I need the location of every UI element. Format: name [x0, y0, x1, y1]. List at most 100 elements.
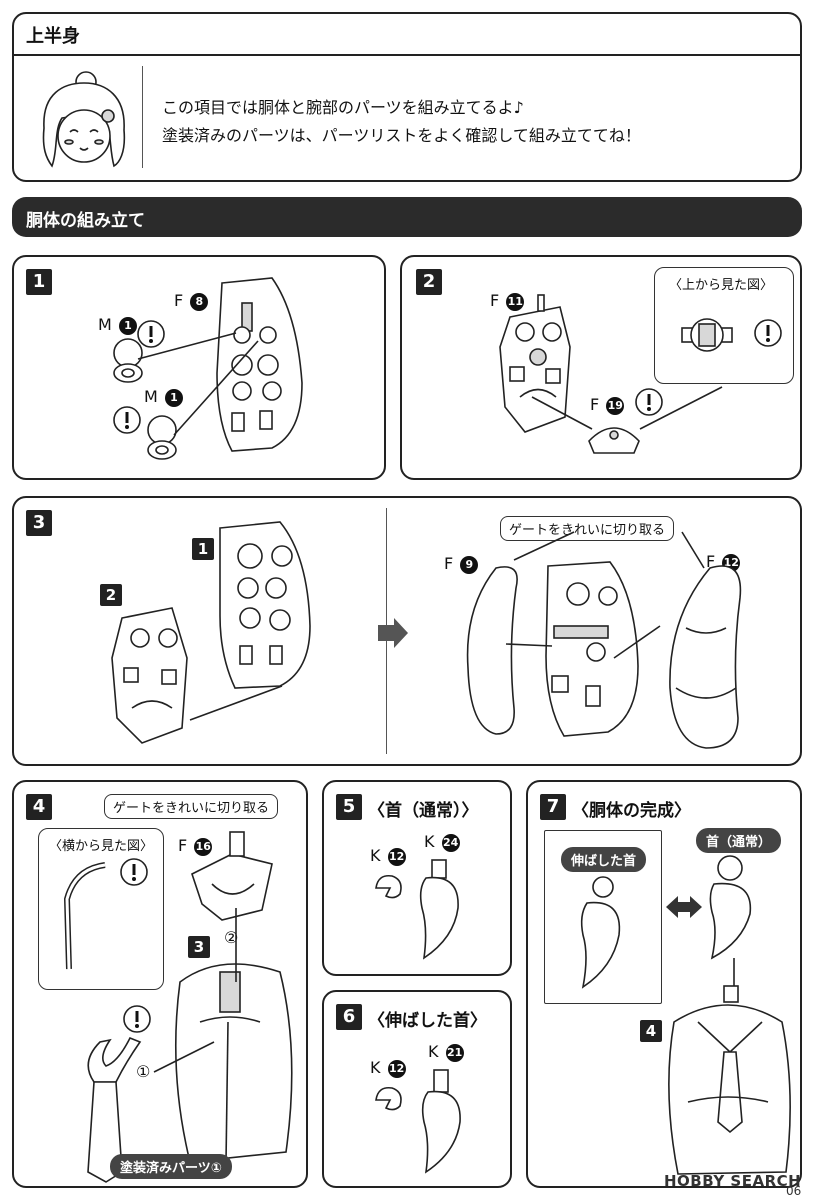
sub-assembly-number: 2	[100, 584, 122, 606]
part-number: 8	[190, 292, 209, 311]
warning-icon	[113, 406, 141, 434]
watermark: HOBBY SEARCH	[664, 1172, 802, 1190]
warning-icon	[635, 388, 663, 416]
part-letter: M	[144, 387, 158, 406]
torso-right-shell-illustration	[669, 565, 742, 749]
step-number: 3	[26, 510, 52, 536]
step-1-panel: 1 F 8 M 1 M 1	[12, 255, 386, 480]
neck-normal-illustration	[419, 859, 459, 960]
intro-vdivider	[142, 66, 143, 168]
step-title: 〈伸ばした首〉	[368, 1011, 487, 1031]
part-number: 12	[387, 1059, 406, 1078]
step-2-panel: 2 F 11 F 19 〈上から見た図〉	[400, 255, 802, 480]
step-6-panel: 6 〈伸ばした首〉 K 12 K 21	[322, 990, 512, 1188]
chest-frame-illustration	[111, 607, 188, 744]
part-number: 9	[460, 555, 479, 574]
completed-torso-illustration	[668, 985, 791, 1175]
part-letter: K	[370, 846, 381, 865]
torso-left-shell-illustration	[466, 566, 518, 735]
part-number: 16	[194, 837, 213, 856]
torso-core-illustration	[545, 561, 639, 737]
part-number: 12	[387, 847, 406, 866]
step-marker-2: ②	[224, 928, 239, 947]
step-number: 6	[336, 1004, 362, 1030]
step-number: 4	[26, 794, 52, 820]
neck-joint-ball-illustration	[375, 874, 402, 899]
part-number: 19	[606, 396, 625, 415]
intro-divider	[14, 54, 800, 56]
gate-callout: ゲートをきれいに切り取る	[104, 794, 279, 819]
part-label-f9: F 9	[444, 554, 479, 574]
sub-assembly-number: 3	[188, 936, 210, 958]
ball-joint-part-top	[113, 338, 143, 383]
collar-part-illustration	[191, 831, 273, 921]
part-number: 11	[506, 292, 525, 311]
step-number: 2	[416, 269, 442, 295]
part-letter: K	[370, 1058, 381, 1077]
painted-parts-label: 塗装済みパーツ①	[110, 1154, 232, 1179]
torso-assembly-illustration	[174, 963, 293, 1163]
warning-icon	[123, 1005, 151, 1033]
warning-icon	[754, 319, 782, 347]
arrow-right-icon	[378, 618, 408, 648]
part-label-k12: K 12	[370, 846, 406, 866]
dome-part-illustration	[588, 427, 640, 454]
part-letter: F	[178, 836, 188, 855]
section-bar: 胴体の組み立て	[12, 197, 802, 237]
neck-options-inset: 伸ばした首	[544, 830, 662, 1004]
neck-extended-illustration	[421, 1069, 461, 1174]
page-number: 06	[786, 1184, 802, 1198]
side-view-caption: 〈横から見た図〉	[49, 839, 154, 854]
sub-assembly-number: 1	[192, 538, 214, 560]
part-label-k21: K 21	[428, 1042, 464, 1062]
sub-assembly-number: 4	[640, 1020, 662, 1042]
part-letter: K	[428, 1042, 439, 1061]
step-number: 1	[26, 269, 52, 295]
step-title: 〈胴体の完成〉	[572, 801, 691, 821]
part-label-m1-bottom: M 1	[144, 387, 183, 407]
part-letter: F	[174, 291, 184, 310]
part-label-f19: F 19	[590, 395, 625, 415]
intro-box: 上半身 この項目では胴体と腕部のパーツを組み立てるよ♪ 塗装済みのパーツは、パー…	[12, 12, 802, 182]
step-4-panel: 4 ゲートをきれいに切り取る 〈横から見た図〉 F 16 ② 3 ①	[12, 780, 308, 1188]
step-title: 〈首（通常）〉	[368, 801, 479, 821]
tie-side-view-illustration	[63, 862, 106, 970]
part-number: 21	[445, 1043, 464, 1062]
part-label-m1-top: M 1	[98, 315, 137, 335]
part-letter: F	[590, 395, 600, 414]
side-view-inset: 〈横から見た図〉	[38, 828, 164, 990]
neck-joint-ball-illustration	[375, 1086, 402, 1111]
top-view-inset: 〈上から見た図〉	[654, 267, 794, 384]
dome-top-view-illustration	[681, 318, 733, 352]
step-number: 5	[336, 794, 362, 820]
part-letter: F	[706, 552, 716, 571]
step-marker-1: ①	[136, 1062, 151, 1081]
character-avatar-icon	[42, 71, 126, 168]
assembly-arrows	[505, 531, 705, 659]
part-letter: F	[444, 554, 454, 573]
part-label-k12: K 12	[370, 1058, 406, 1078]
step-5-panel: 5 〈首（通常）〉 K 12 K 24	[322, 780, 512, 976]
double-arrow-icon	[666, 896, 702, 918]
part-number: 1	[118, 316, 137, 335]
step-3-panel: 3 1 2 ゲートをきれいに切り取る F 9 F 12	[12, 496, 802, 766]
gate-callout: ゲートをきれいに切り取る	[500, 516, 675, 541]
warning-icon	[137, 320, 165, 348]
part-label-k24: K 24	[424, 832, 460, 852]
neck-extended-illustration	[580, 876, 621, 989]
part-label-f8: F 8	[174, 291, 209, 311]
assembly-arrows	[153, 908, 237, 1073]
assembly-arrows	[137, 332, 259, 436]
part-label-f16: F 16	[178, 836, 213, 856]
intro-heading: 上半身	[26, 26, 80, 47]
part-number: 1	[164, 388, 183, 407]
part-letter: F	[490, 291, 500, 310]
chest-frame-part-illustration	[499, 294, 571, 433]
step-number: 7	[540, 794, 566, 820]
section-title: 胴体の組み立て	[26, 211, 145, 231]
torso-back-part-illustration	[216, 277, 303, 452]
part-letter: K	[424, 832, 435, 851]
part-number: 24	[441, 833, 460, 852]
part-label-f11: F 11	[490, 291, 525, 311]
intro-line-1: この項目では胴体と腕部のパーツを組み立てるよ♪	[162, 98, 524, 117]
